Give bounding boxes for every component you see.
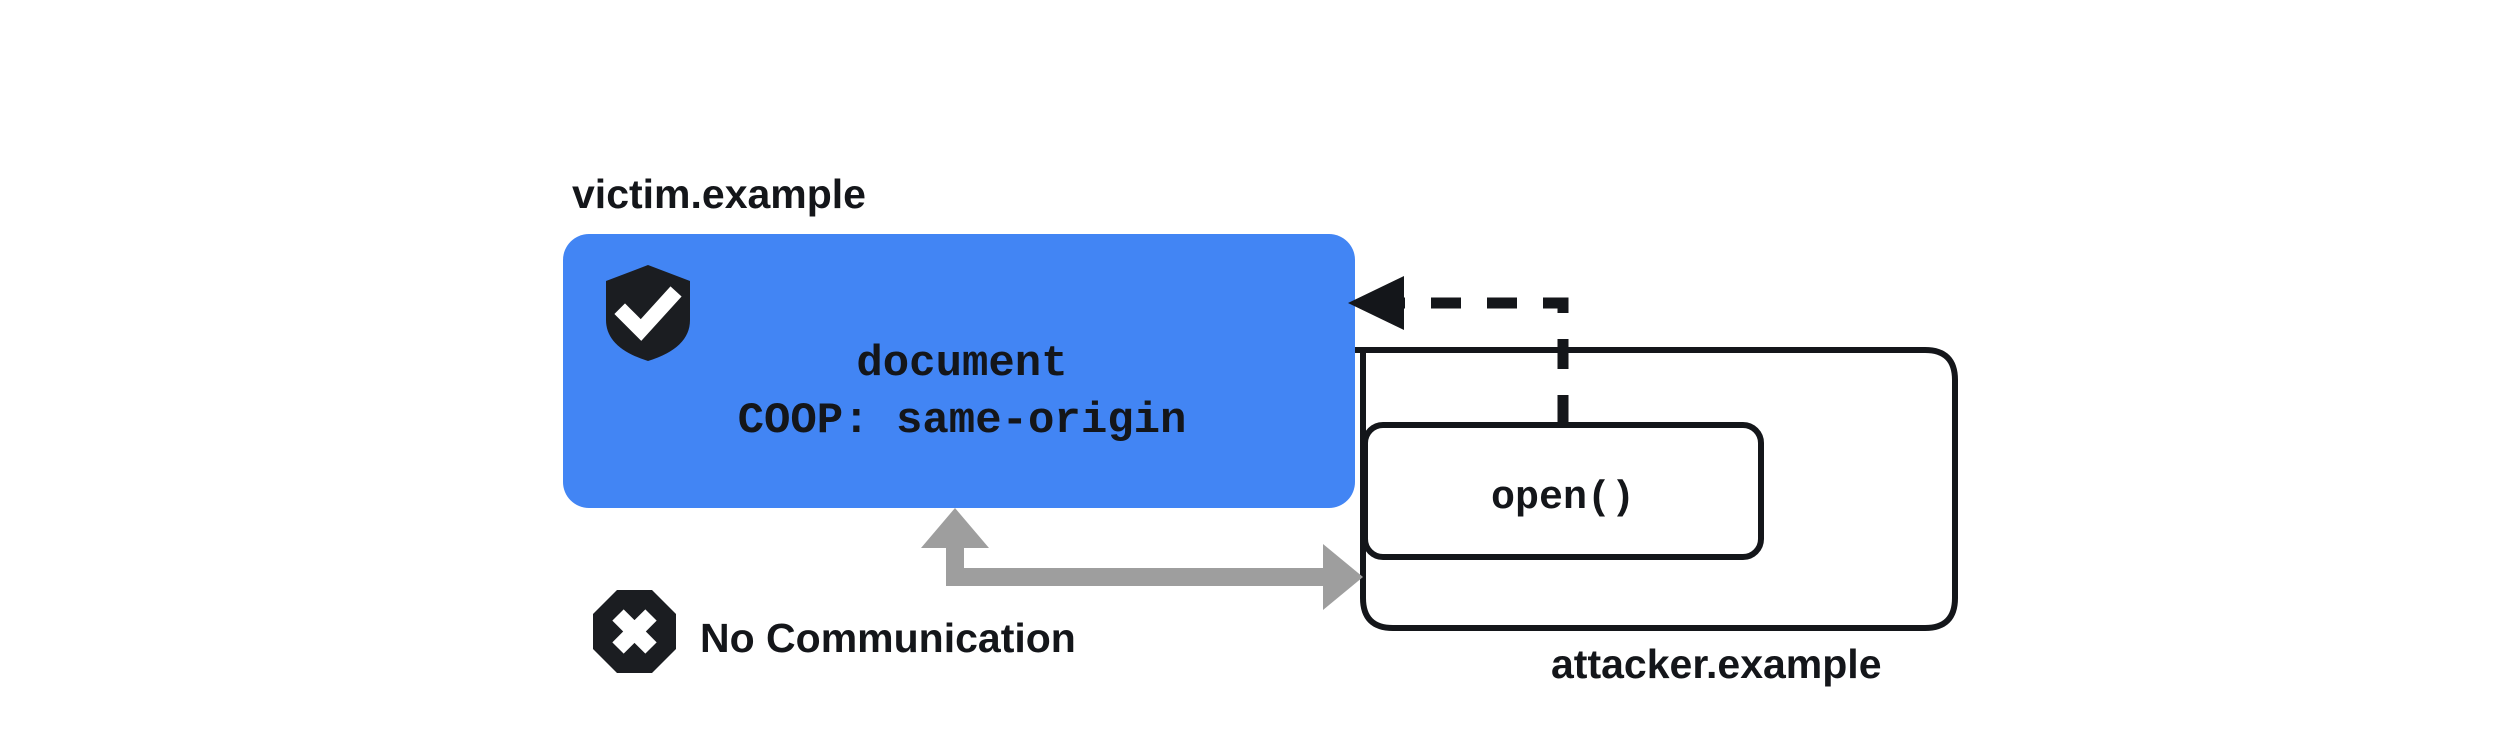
shield-check-icon xyxy=(606,265,690,361)
victim-box-line2: COOP: same-origin xyxy=(738,396,1187,446)
victim-origin-label: victim.example xyxy=(572,171,866,217)
attacker-origin-label: attacker.example xyxy=(1551,641,1882,687)
no-communication-arrow xyxy=(921,508,1363,610)
victim-box-line1: document xyxy=(856,339,1067,389)
open-dashed-connector xyxy=(1400,297,1569,425)
victim-document-box xyxy=(563,234,1355,508)
octagon-x-icon xyxy=(593,590,676,673)
no-communication-label: No Communication xyxy=(700,615,1076,661)
open-arrowhead xyxy=(1348,276,1404,330)
open-call-label: open() xyxy=(1491,476,1635,521)
